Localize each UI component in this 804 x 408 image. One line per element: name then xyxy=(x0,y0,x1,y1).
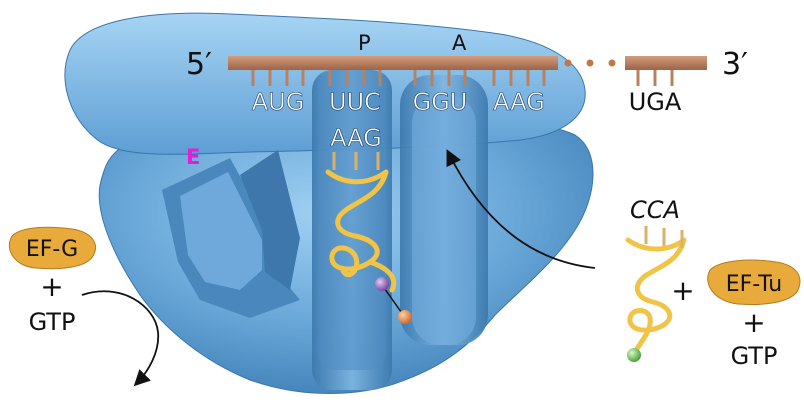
ef-g-plus: + xyxy=(40,270,63,303)
incoming-trna-prongs xyxy=(644,226,684,248)
peptide-bond xyxy=(381,284,405,317)
codon-label: AAG xyxy=(493,88,545,116)
incoming-trna-cca-label: CCA xyxy=(630,196,680,224)
amino-acid-orange xyxy=(398,310,412,324)
mrna-gap-dot xyxy=(564,59,572,67)
p-site-channel xyxy=(312,70,392,390)
a-site-label: A xyxy=(452,31,467,55)
codon-label: AUG xyxy=(252,88,305,116)
ef-tu-blob xyxy=(707,259,801,305)
ef-g-blob xyxy=(8,226,96,270)
codon-label: GGU xyxy=(413,88,468,116)
anticodon-prongs xyxy=(332,152,380,170)
ef-tu-label: EF-Tu xyxy=(726,272,783,297)
ef-g-label: EF-G xyxy=(26,237,78,262)
mrna-strand xyxy=(228,56,707,86)
ef-tu-plus: + xyxy=(742,306,765,339)
ef-g-arrow xyxy=(81,290,160,387)
codon-label: UUC xyxy=(329,88,381,116)
amino-acid-purple xyxy=(375,277,389,291)
stop-codon-label: UGA xyxy=(629,88,682,116)
incoming-amino-acid xyxy=(627,348,641,362)
p-site-trna xyxy=(325,169,397,293)
ef-tu-gtp: GTP xyxy=(731,342,778,370)
p-site-label: P xyxy=(358,31,371,55)
exit-site-pocket xyxy=(162,150,300,318)
ef-g-gtp: GTP xyxy=(29,308,76,336)
mrna-5-prime-label: 5′ xyxy=(186,47,212,82)
exit-site-label: E xyxy=(186,145,200,169)
join-plus: + xyxy=(671,274,694,307)
mrna-gap-dot xyxy=(608,59,616,67)
mrna-gap-dot xyxy=(586,59,594,67)
aminoacyl-trna-entry-arrow xyxy=(446,149,596,269)
mrna-3-prime-label: 3′ xyxy=(722,47,748,82)
anticodon-label: AAG xyxy=(330,124,382,152)
